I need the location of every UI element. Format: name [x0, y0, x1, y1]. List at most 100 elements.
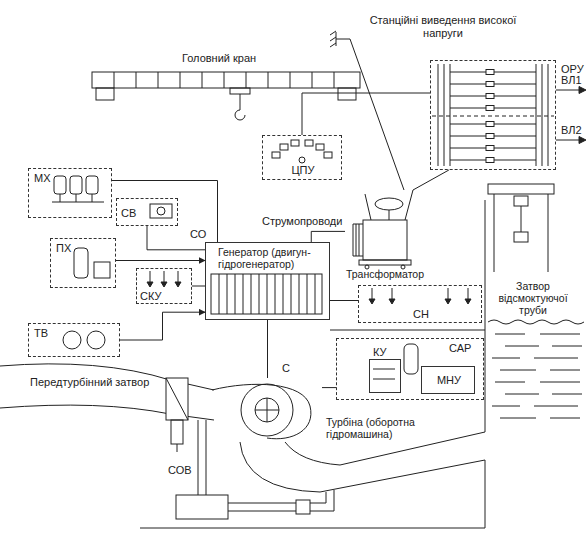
floor-line	[330, 330, 485, 331]
draft-tube-gate	[514, 232, 528, 242]
air-system-box: СВ	[116, 198, 178, 226]
generator-box: Генератор (двигун-гідрогенератор)	[205, 242, 330, 320]
transformer-symbol: Трансформатор	[345, 190, 425, 282]
crane	[338, 88, 356, 100]
connector-label: Струмопроводи	[262, 215, 342, 228]
connector-line	[120, 312, 205, 340]
air-system-symbol	[150, 204, 172, 218]
node-label: СВ	[121, 207, 151, 220]
node-label: Генератор (двигун-гідрогенератор)	[218, 246, 328, 270]
fire-system-symbol	[74, 248, 110, 278]
crane	[96, 88, 114, 100]
tailwater	[488, 320, 584, 324]
control-console	[324, 152, 332, 158]
ground-symbol	[330, 31, 336, 47]
oil-tanks	[52, 194, 104, 202]
cooling-system-box: СКУ	[136, 268, 192, 304]
control-console	[272, 152, 280, 158]
turbine-symbol-outline	[212, 378, 322, 442]
oil-tanks	[54, 176, 66, 194]
node-label: СН	[359, 308, 483, 321]
node-label: МНУ	[422, 374, 476, 387]
compressor-box: КУ	[369, 359, 401, 393]
cooling-arrows	[147, 282, 181, 287]
dewatering-system	[176, 495, 228, 519]
part-label: Затвор відсмоктуючої труби	[492, 280, 574, 316]
auxiliaries-box: СН	[358, 285, 482, 323]
inlet-valve	[166, 378, 188, 452]
oil-system-box: МХ	[28, 168, 112, 218]
ground-symbol	[330, 31, 350, 47]
building-wall	[140, 200, 485, 528]
part-label: Передтурбінний затвор	[30, 376, 170, 389]
draft-tube-gate	[514, 196, 528, 206]
draft-tube	[240, 442, 485, 492]
switchyard-buses	[486, 146, 494, 151]
switchyard-buses	[486, 94, 494, 99]
oil-tanks	[86, 176, 98, 194]
node-label: ЦПУ	[263, 164, 343, 177]
switchyard-buses	[432, 64, 554, 166]
inlet-valve	[166, 378, 188, 420]
switchyard-buses	[432, 116, 554, 117]
draft-tube-gate	[494, 194, 548, 272]
node-label: Турбіна (оборотна гідромашина)	[326, 416, 426, 440]
connector-line	[413, 170, 449, 190]
connector-line	[116, 260, 205, 261]
draft-tube-gate	[488, 184, 554, 272]
air-system-symbol	[150, 204, 172, 218]
fire-system-symbol	[94, 262, 110, 278]
switchyard-buses	[486, 70, 494, 163]
inlet-valve	[166, 378, 188, 420]
crane	[92, 72, 360, 120]
auxiliary-arrows	[369, 288, 471, 304]
inlet-valve	[171, 420, 183, 444]
air-system-symbol	[157, 207, 165, 215]
part-label: СО	[190, 228, 210, 241]
switchyard-buses	[486, 122, 494, 127]
switchyard-buses	[486, 134, 494, 139]
control-console	[305, 140, 313, 146]
node-label: ОРУ	[561, 63, 588, 76]
node-label: КУ	[373, 346, 403, 359]
building-wall	[140, 200, 485, 528]
draft-tube	[240, 432, 485, 492]
part-label: ВЛ2	[561, 124, 588, 137]
node-label: САР	[449, 342, 483, 355]
crane	[235, 94, 245, 120]
auxiliary-arrows	[369, 299, 471, 304]
connector-line	[147, 226, 205, 250]
governor-box: САР КУ МНУ	[336, 338, 484, 400]
draft-tube-gate	[521, 206, 522, 232]
switchyard-buses	[486, 82, 494, 87]
water-supply-pumps	[87, 331, 105, 349]
connector-line	[311, 231, 345, 242]
turbine-symbol: Турбіна (оборотна гідромашина)	[212, 378, 322, 442]
crane	[114, 72, 334, 88]
tailwater	[488, 320, 584, 418]
oil-tank	[404, 344, 418, 374]
connector-line	[302, 93, 430, 135]
line-outputs	[579, 87, 586, 144]
auxiliary-arrows	[372, 288, 468, 300]
ground-symbol	[336, 32, 350, 46]
node-label: ПХ	[56, 242, 86, 255]
switchyard-buses	[438, 64, 548, 166]
cooling-arrows	[147, 271, 181, 287]
dewatering-system	[296, 500, 310, 514]
control-console	[272, 140, 332, 163]
switchyard-buses	[486, 158, 494, 163]
water-supply-box: ТВ	[28, 323, 120, 357]
node-label: Трансформатор	[335, 268, 435, 280]
control-console	[280, 144, 288, 150]
tailwater	[492, 334, 582, 418]
inlet-valve	[177, 444, 178, 452]
switchyard-box: ОРУ	[430, 60, 556, 170]
fire-system-symbol	[74, 248, 88, 278]
connector-line	[192, 286, 205, 287]
connector-line	[330, 300, 358, 301]
oil-pressure-unit: МНУ	[421, 366, 475, 394]
